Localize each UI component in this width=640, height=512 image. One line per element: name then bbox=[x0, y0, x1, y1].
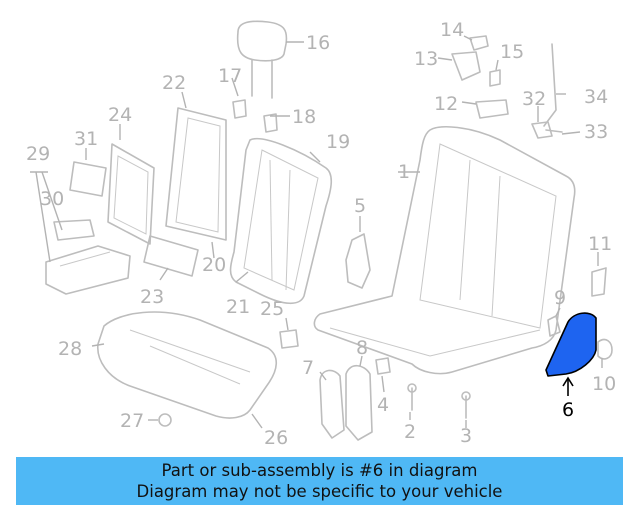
headrest-guide-part bbox=[232, 99, 278, 133]
bracket-5-part bbox=[345, 233, 371, 289]
callout-29: 29 bbox=[26, 143, 50, 165]
callout-20: 20 bbox=[202, 254, 226, 276]
callout-24: 24 bbox=[108, 104, 132, 126]
back-panel-part bbox=[107, 143, 155, 245]
callout-30: 30 bbox=[40, 188, 64, 210]
callout-23: 23 bbox=[140, 286, 164, 308]
seat-frame-part bbox=[313, 126, 576, 375]
callout-9: 9 bbox=[554, 287, 566, 309]
label-card-part bbox=[69, 161, 107, 197]
callout-16: 16 bbox=[306, 32, 330, 54]
callout-34: 34 bbox=[584, 86, 608, 108]
callout-18: 18 bbox=[292, 106, 316, 128]
upper-small-parts bbox=[451, 35, 509, 119]
callout-27: 27 bbox=[120, 410, 144, 432]
hinge-covers-part bbox=[319, 364, 373, 441]
callout-12: 12 bbox=[434, 93, 458, 115]
callout-33: 33 bbox=[584, 121, 608, 143]
callout-14: 14 bbox=[440, 19, 464, 41]
banner-line-1: Part or sub-assembly is #6 in diagram bbox=[161, 461, 478, 480]
callout-1: 1 bbox=[398, 161, 410, 183]
bracket-23-part bbox=[143, 235, 199, 277]
info-banner: Part or sub-assembly is #6 in diagram Di… bbox=[16, 457, 623, 505]
callout-10: 10 bbox=[592, 373, 616, 395]
callout-11: 11 bbox=[588, 233, 612, 255]
headrest-part bbox=[236, 20, 288, 99]
callout-3: 3 bbox=[460, 425, 472, 447]
callout-28: 28 bbox=[58, 338, 82, 360]
callout-13: 13 bbox=[414, 48, 438, 70]
callout-6[interactable]: 6 bbox=[562, 399, 574, 421]
callout-5: 5 bbox=[354, 195, 366, 217]
callout-15: 15 bbox=[500, 41, 524, 63]
armrest-part bbox=[45, 219, 131, 295]
callout-4: 4 bbox=[377, 394, 389, 416]
callout-8: 8 bbox=[356, 337, 368, 359]
seatback-pad-part bbox=[165, 107, 227, 241]
callout-22: 22 bbox=[162, 72, 186, 94]
callout-2: 2 bbox=[404, 421, 416, 443]
callout-26: 26 bbox=[264, 427, 288, 449]
callout-31: 31 bbox=[74, 128, 98, 150]
leader-lines bbox=[30, 35, 603, 429]
banner-line-2: Diagram may not be specific to your vehi… bbox=[136, 482, 503, 501]
callout-21: 21 bbox=[226, 296, 250, 318]
callout-19: 19 bbox=[326, 131, 350, 153]
callout-17: 17 bbox=[218, 65, 242, 87]
highlighted-part-6[interactable] bbox=[545, 312, 597, 377]
release-cable-part bbox=[531, 43, 563, 139]
fasteners-part bbox=[375, 357, 471, 419]
seatback-cover-part bbox=[229, 138, 333, 305]
callout-25: 25 bbox=[260, 298, 284, 320]
seat-cushion-part bbox=[97, 311, 278, 419]
callout-32: 32 bbox=[522, 88, 546, 110]
clip-parts bbox=[158, 329, 299, 427]
callout-7: 7 bbox=[302, 357, 314, 379]
seat-parts-diagram: 1 2 3 4 5 6 7 8 9 10 11 12 13 14 15 16 1… bbox=[26, 19, 616, 449]
